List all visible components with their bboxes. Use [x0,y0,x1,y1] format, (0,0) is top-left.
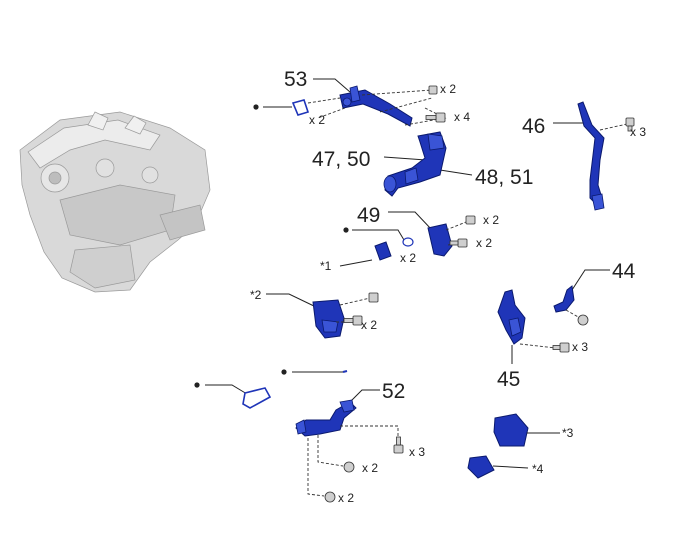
part-49-group: 49 x 2 x 2 x 2 *1 [320,204,499,273]
bolt-icon [552,342,570,353]
bolt-icon [425,112,446,123]
part-52-pipe [295,401,357,437]
part-49-bracket [427,223,453,257]
label-note-3: *3 [562,426,574,440]
bolt-icon [449,238,468,248]
part-52-group: 52 x 3 x 2 x 2 [194,369,425,505]
bolt-icon [625,117,635,132]
bolt-icon [465,215,476,225]
bolt-icon [393,436,404,454]
part-45-bracket [497,289,526,345]
qty-49-b: x 2 [476,236,492,250]
precoat-dot-52a [194,382,200,388]
part-2-group: *2 x 2 [250,288,379,339]
part-53-group: 53 x 2 x 2 x 4 [253,68,470,127]
bolt-icon [343,315,363,326]
part-47-51-group: 47, 50 48, 51 [312,131,533,197]
qty-2: x 2 [361,318,377,332]
part-3-cover [493,413,529,447]
bolt-icon [428,85,438,95]
label-44: 44 [612,260,636,283]
label-note-1: *1 [320,259,332,273]
label-52: 52 [382,380,405,403]
qty-1: x 2 [400,251,416,265]
part-44-45-group: 44 x 3 45 [497,260,636,391]
bolt-icon [324,491,336,503]
part-46-group: 46 x 3 [522,101,646,211]
qty-45: x 3 [572,340,588,354]
qty-53-bolt-top: x 2 [440,82,456,96]
engine-illustration [19,111,211,293]
qty-46: x 3 [630,125,646,139]
part-1-gasket [402,237,414,247]
label-49: 49 [357,204,380,227]
part-53-gasket [291,99,310,116]
part-3-4-group: *3 *4 [467,413,574,479]
label-45: 45 [497,368,520,391]
part-52-gasket-left [242,387,272,409]
label-53: 53 [284,68,307,91]
qty-53-gasket: x 2 [309,113,325,127]
label-note-2: *2 [250,288,262,302]
qty-52-a: x 3 [409,445,425,459]
part-4-bracket [467,455,495,479]
label-note-4: *4 [532,462,544,476]
label-46: 46 [522,115,545,138]
precoat-dot-52b [281,369,287,375]
bolt-icon [343,461,355,473]
part-1-cover [374,241,392,261]
part-46-hose [577,101,605,206]
precoat-dot-53 [253,104,259,110]
label-47-50: 47, 50 [312,148,370,171]
qty-49-a: x 2 [483,213,499,227]
bolt-icon [577,314,589,326]
qty-52-b: x 2 [362,461,378,475]
qty-52-c: x 2 [338,491,354,505]
label-48-51: 48, 51 [475,166,533,189]
part-44-pipe [553,285,575,313]
precoat-dot-49 [343,227,349,233]
qty-53-bolt-right: x 4 [454,110,470,124]
bolt-icon [368,292,379,303]
